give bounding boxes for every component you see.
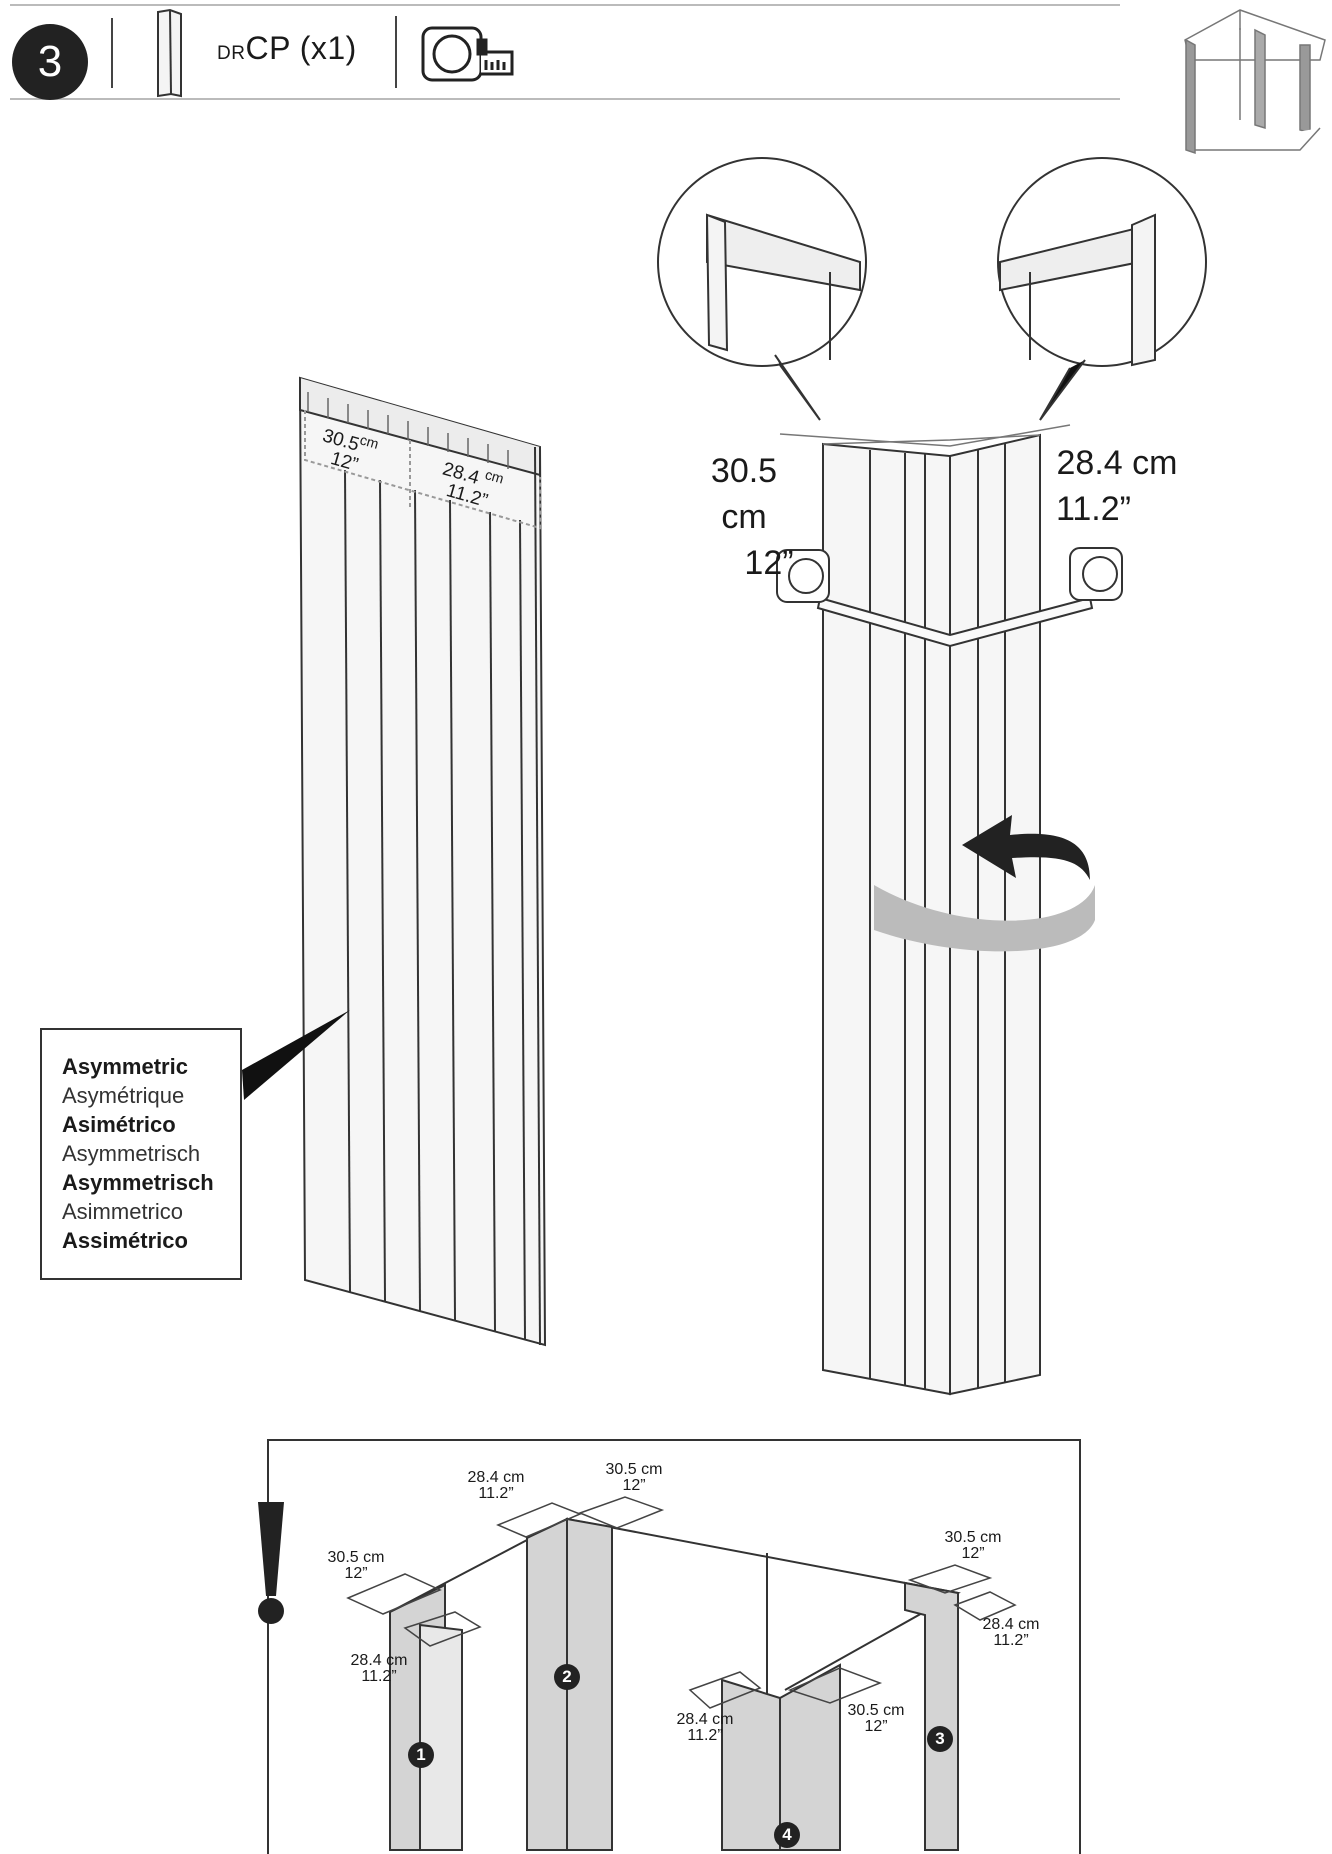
callout-line-nl: Asymmetrisch <box>62 1141 201 1166</box>
part-code-label: DRCP (x1) <box>217 30 357 67</box>
warning-dim-in: 11.2” <box>993 1632 1029 1649</box>
post-dimension-left: 30.5 cm 12” <box>684 448 804 586</box>
corner-post <box>779 424 1071 1396</box>
part-code-prefix: DR <box>217 43 246 64</box>
panel-marker-2: 2 <box>554 1664 580 1690</box>
part-icon <box>157 8 182 98</box>
callout-line-en: Asymmetric <box>62 1054 188 1079</box>
flat-panel <box>298 376 547 1347</box>
wall-panels <box>389 1517 959 1851</box>
warning-dim-cm: 28.4 cm <box>982 1616 1040 1633</box>
callout-line-de: Asymmetrisch <box>62 1170 214 1195</box>
warning-dim-cm: 30.5 cm <box>847 1702 905 1719</box>
post-right-cm: 28.4 cm <box>1056 444 1178 482</box>
warning-dim-cm: 30.5 cm <box>327 1549 385 1566</box>
callout-line-es: Asimétrico <box>62 1112 176 1137</box>
warning-dim-cm: 30.5 cm <box>944 1529 1002 1546</box>
dimension-boxes <box>346 1496 1017 1709</box>
tape-measure-illustration <box>776 547 1123 648</box>
detail-circle-left <box>657 157 867 421</box>
warning-dim-cm: 30.5 cm <box>605 1461 663 1478</box>
warning-dim-cm: 28.4 cm <box>350 1652 408 1669</box>
warning-dim-in: 11.2” <box>687 1727 723 1744</box>
shed-thumbnail-icon <box>1184 9 1326 155</box>
callout-line-pt: Assimétrico <box>62 1228 188 1253</box>
panel-marker-4: 4 <box>774 1822 800 1848</box>
post-right-in: 11.2” <box>1056 490 1131 528</box>
part-code-text: CP (x1) <box>245 30 357 66</box>
detail-circle-right <box>997 157 1207 421</box>
warning-dim-in: 12” <box>344 1565 368 1582</box>
callout-line-it: Asimmetrico <box>62 1199 184 1224</box>
warning-frame <box>267 1439 1081 1854</box>
step-number-badge: 3 <box>12 24 88 100</box>
panel-marker-3: 3 <box>927 1726 953 1752</box>
post-left-in: 12” <box>744 544 794 582</box>
warning-dim-in: 11.2” <box>361 1668 397 1685</box>
warning-dim-in: 12” <box>961 1545 985 1562</box>
warning-dim-cm: 28.4 cm <box>467 1469 525 1486</box>
asymmetric-callout: Asymmetric Asymétrique Asimétrico Asymme… <box>40 1028 242 1280</box>
post-dimension-right: 28.4 cm 11.2” <box>1052 440 1182 532</box>
warning-dim-cm: 28.4 cm <box>676 1711 734 1728</box>
warning-dim-in: 11.2” <box>478 1485 514 1502</box>
callout-line-fr: Asymétrique <box>62 1083 185 1108</box>
tape-measure-icon <box>421 26 514 82</box>
exclamation-icon <box>258 1502 284 1624</box>
callout-pointer <box>242 1010 350 1100</box>
panel-marker-1: 1 <box>408 1742 434 1768</box>
warning-dim-in: 12” <box>864 1718 888 1735</box>
post-left-cm: 30.5 cm <box>710 452 778 536</box>
rotate-arrow-icon <box>874 815 1095 952</box>
warning-dim-in: 12” <box>622 1477 646 1494</box>
shed-outline <box>389 1517 961 1845</box>
